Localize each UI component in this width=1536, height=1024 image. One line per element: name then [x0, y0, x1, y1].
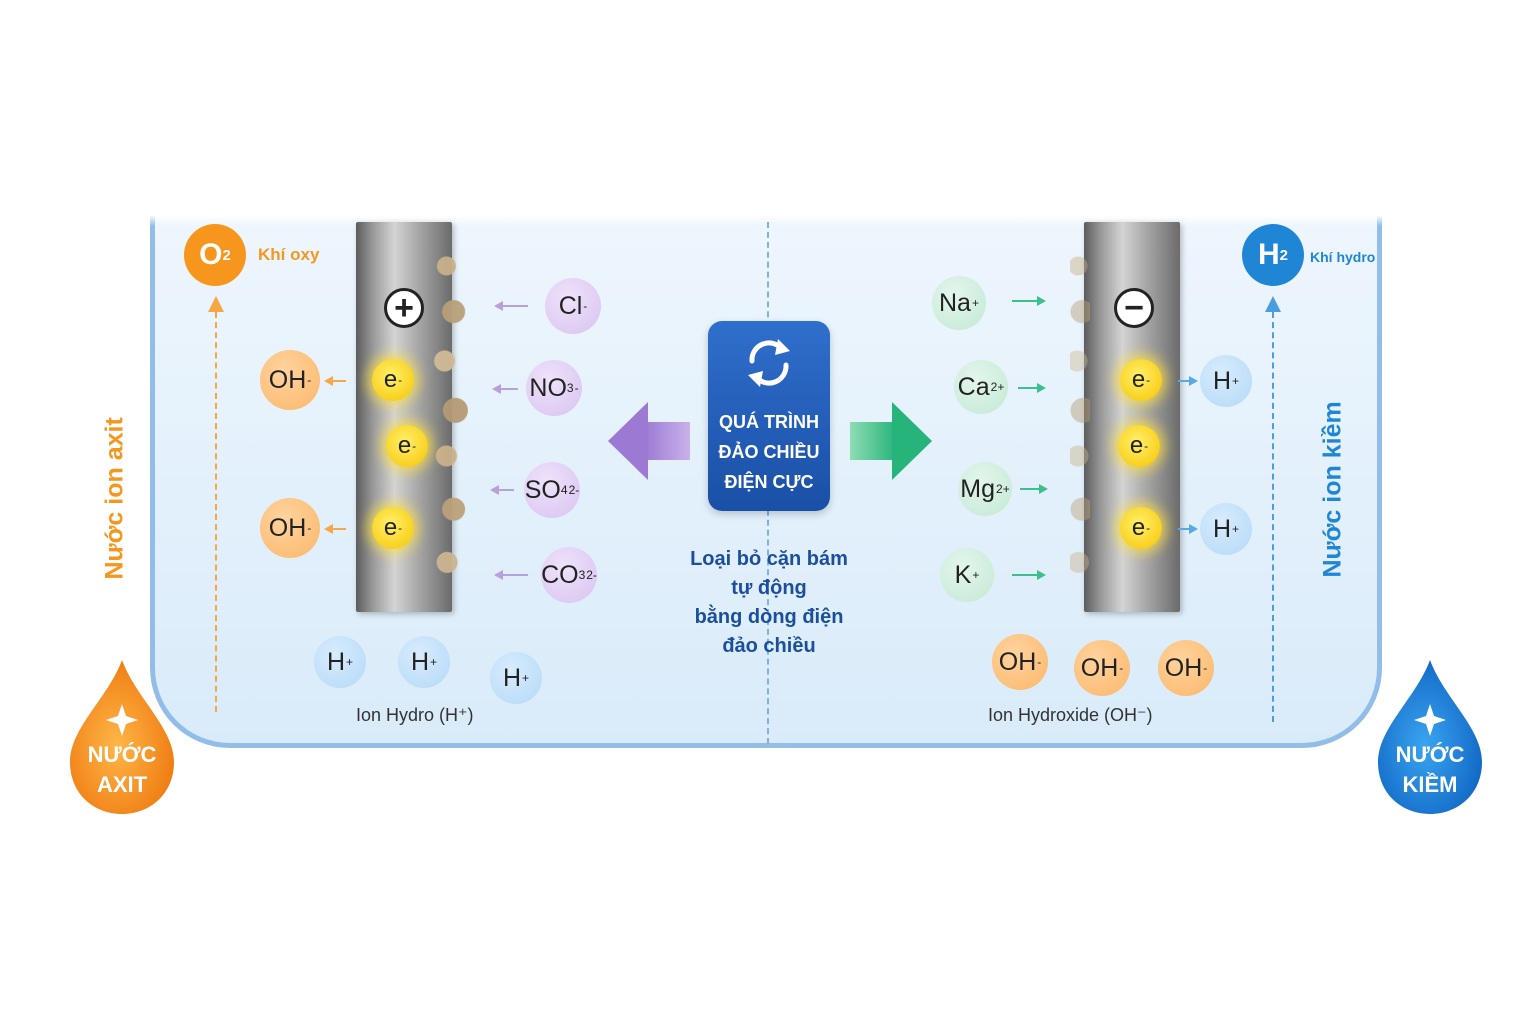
title-line: ĐIỆN CỰC — [724, 472, 814, 492]
plus-icon: + — [384, 288, 424, 328]
hydroxide-ion: OH- — [1158, 640, 1214, 696]
chloride-ion: Cl- — [545, 278, 601, 334]
oxygen-gas-label: Khí oxy — [258, 245, 320, 264]
caption-line: đảo chiều — [722, 635, 816, 657]
hydrogen-ion-group-label: Ion Hydro (H⁺) — [356, 705, 474, 725]
arrow-left-icon — [494, 570, 528, 580]
drop-icon — [70, 660, 174, 814]
scale-trace — [1070, 228, 1090, 608]
drop-icon — [1378, 660, 1482, 814]
electron: e- — [386, 425, 428, 467]
hydroxide-ion: OH- — [992, 634, 1048, 690]
reverse-process-title: QUÁ TRÌNH ĐẢO CHIỀU ĐIỆN CỰC — [708, 407, 830, 497]
negative-electrode — [1084, 222, 1180, 612]
scale-deposit — [432, 228, 468, 608]
caption-line: bằng dòng điện — [694, 606, 844, 628]
arrow-right-icon — [1178, 524, 1198, 534]
alkaline-drop-label: NƯỚC KIỀM — [1376, 740, 1484, 800]
drop-line: KIỀM — [1402, 772, 1458, 797]
arrow-right-icon — [1012, 296, 1046, 306]
hydroxide-ion: OH- — [260, 498, 320, 558]
alkaline-up-arrow-icon — [1265, 296, 1281, 312]
oxygen-symbol: O — [199, 238, 223, 271]
arrow-left-icon — [324, 376, 346, 386]
arrow-right-icon — [1178, 376, 1198, 386]
reverse-process-box: QUÁ TRÌNH ĐẢO CHIỀU ĐIỆN CỰC — [708, 321, 830, 511]
water-surface — [150, 216, 1382, 226]
potassium-ion: K+ — [940, 548, 994, 602]
arrow-right-icon — [1018, 383, 1046, 393]
purple-left-arrow-icon — [608, 402, 690, 480]
hydrogen-ion: H+ — [314, 636, 366, 688]
hydroxide-ion-group-label: Ion Hydroxide (OH⁻) — [988, 705, 1153, 725]
drop-line: NƯỚC — [1395, 742, 1465, 767]
arrow-right-icon — [1012, 570, 1046, 580]
arrow-left-icon — [490, 485, 514, 495]
hydrogen-ion: H+ — [1200, 355, 1252, 407]
oxygen-subscript: 2 — [222, 246, 231, 264]
arrow-left-icon — [492, 384, 518, 394]
drop-line: AXIT — [96, 772, 148, 797]
electron: e- — [372, 507, 414, 549]
reverse-caption: Loại bỏ cặn bám tự động bằng dòng điện đ… — [668, 545, 870, 661]
arrow-left-icon — [494, 301, 528, 311]
electron: e- — [1120, 507, 1162, 549]
acid-water-vertical-label: Nước ion axit — [100, 417, 129, 580]
drop-line: NƯỚC — [87, 742, 157, 767]
acid-drop-label: NƯỚC AXIT — [68, 740, 176, 800]
electron: e- — [1120, 359, 1162, 401]
electron: e- — [372, 359, 414, 401]
caption-line: tự động — [731, 577, 807, 599]
hydrogen-ion: H+ — [1200, 503, 1252, 555]
alkaline-water-vertical-label: Nước ion kiềm — [1318, 401, 1347, 578]
arrow-right-icon — [1020, 484, 1048, 494]
acid-up-arrow-icon — [208, 296, 224, 312]
alkaline-water-drop: NƯỚC KIỀM — [1376, 658, 1484, 818]
acid-dashed-line — [215, 312, 217, 712]
sodium-ion: Na+ — [932, 276, 986, 330]
hydroxide-ion: OH- — [1074, 640, 1130, 696]
hydrogen-symbol: H — [1257, 238, 1280, 271]
hydrogen-gas-label: Khí hydro — [1310, 249, 1376, 265]
hydrogen-ion: H+ — [398, 636, 450, 688]
hydrogen-subscript: 2 — [1279, 246, 1288, 264]
green-right-arrow-icon — [850, 402, 932, 480]
minus-icon: − — [1114, 288, 1154, 328]
hydrogen-ion: H+ — [490, 652, 542, 704]
caption-line: Loại bỏ cặn bám — [690, 548, 848, 570]
arrow-left-icon — [324, 524, 346, 534]
alkaline-dashed-line — [1272, 312, 1274, 722]
hydroxide-ion: OH- — [260, 350, 320, 410]
title-line: ĐẢO CHIỀU — [718, 442, 820, 462]
electron: e- — [1118, 425, 1160, 467]
refresh-icon — [748, 339, 790, 387]
acid-water-drop: NƯỚC AXIT — [68, 658, 176, 818]
title-line: QUÁ TRÌNH — [719, 412, 819, 432]
